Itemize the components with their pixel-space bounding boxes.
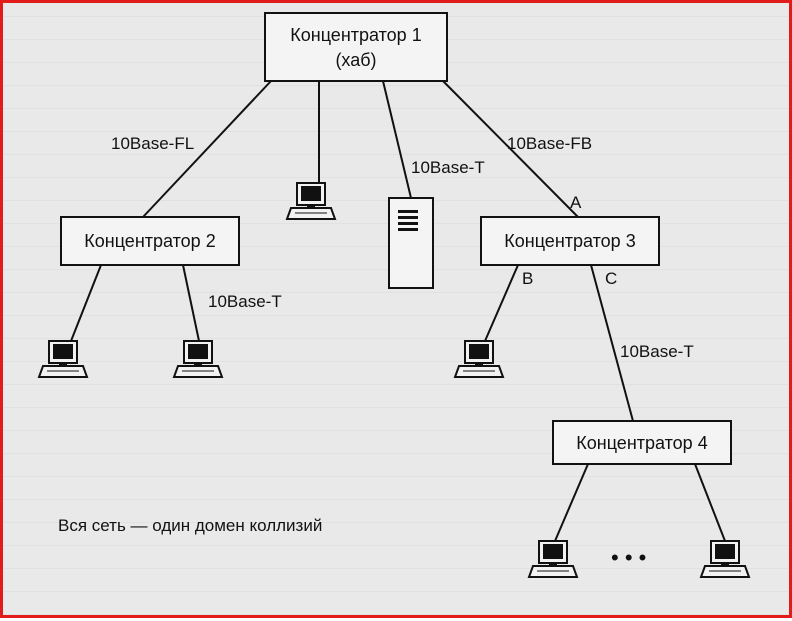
link-hub2-pc2 <box>182 264 200 342</box>
ellipsis: • • • <box>611 545 646 570</box>
hub2-box <box>60 216 240 266</box>
computer-icon <box>528 540 578 578</box>
hub1-box <box>264 12 448 82</box>
hub1-label: Концентратор 1 <box>290 25 421 45</box>
computer-icon <box>173 340 223 378</box>
port-label-c: C <box>605 269 617 288</box>
hub4-box <box>552 420 732 465</box>
link-label-10base-fb: 10Base-FB <box>507 134 592 153</box>
server-icon <box>388 197 434 289</box>
link-hub4-pc1 <box>554 463 589 542</box>
hub3-box <box>480 216 660 266</box>
hub3-label: Концентратор 3 <box>504 231 635 251</box>
network-diagram: Концентратор 1 (хаб) Концентратор 2 Конц… <box>38 12 750 578</box>
link-label-10base-t-hub4: 10Base-T <box>620 342 694 361</box>
link-hub4-pc2 <box>694 463 726 542</box>
link-hub2-pc1 <box>70 264 102 342</box>
link-hub1-hub2 <box>142 80 272 218</box>
hub4-label: Концентратор 4 <box>576 433 707 453</box>
link-hub3-hub4 <box>590 264 634 422</box>
link-label-10base-t-hub2: 10Base-T <box>208 292 282 311</box>
link-hub1-server <box>382 80 412 199</box>
link-label-10base-fl: 10Base-FL <box>111 134 194 153</box>
link-label-10base-t-server: 10Base-T <box>411 158 485 177</box>
link-hub1-hub3 <box>442 80 579 218</box>
link-hub3-pc <box>484 264 519 342</box>
computer-icon <box>286 182 336 220</box>
caption: Вся сеть — один домен коллизий <box>58 516 322 535</box>
port-label-a: A <box>570 193 582 212</box>
hub2-label: Концентратор 2 <box>84 231 215 251</box>
computer-icon <box>700 540 750 578</box>
hub1-sublabel: (хаб) <box>335 50 376 70</box>
port-label-b: B <box>522 269 533 288</box>
computer-icon <box>38 340 88 378</box>
computer-icon <box>454 340 504 378</box>
